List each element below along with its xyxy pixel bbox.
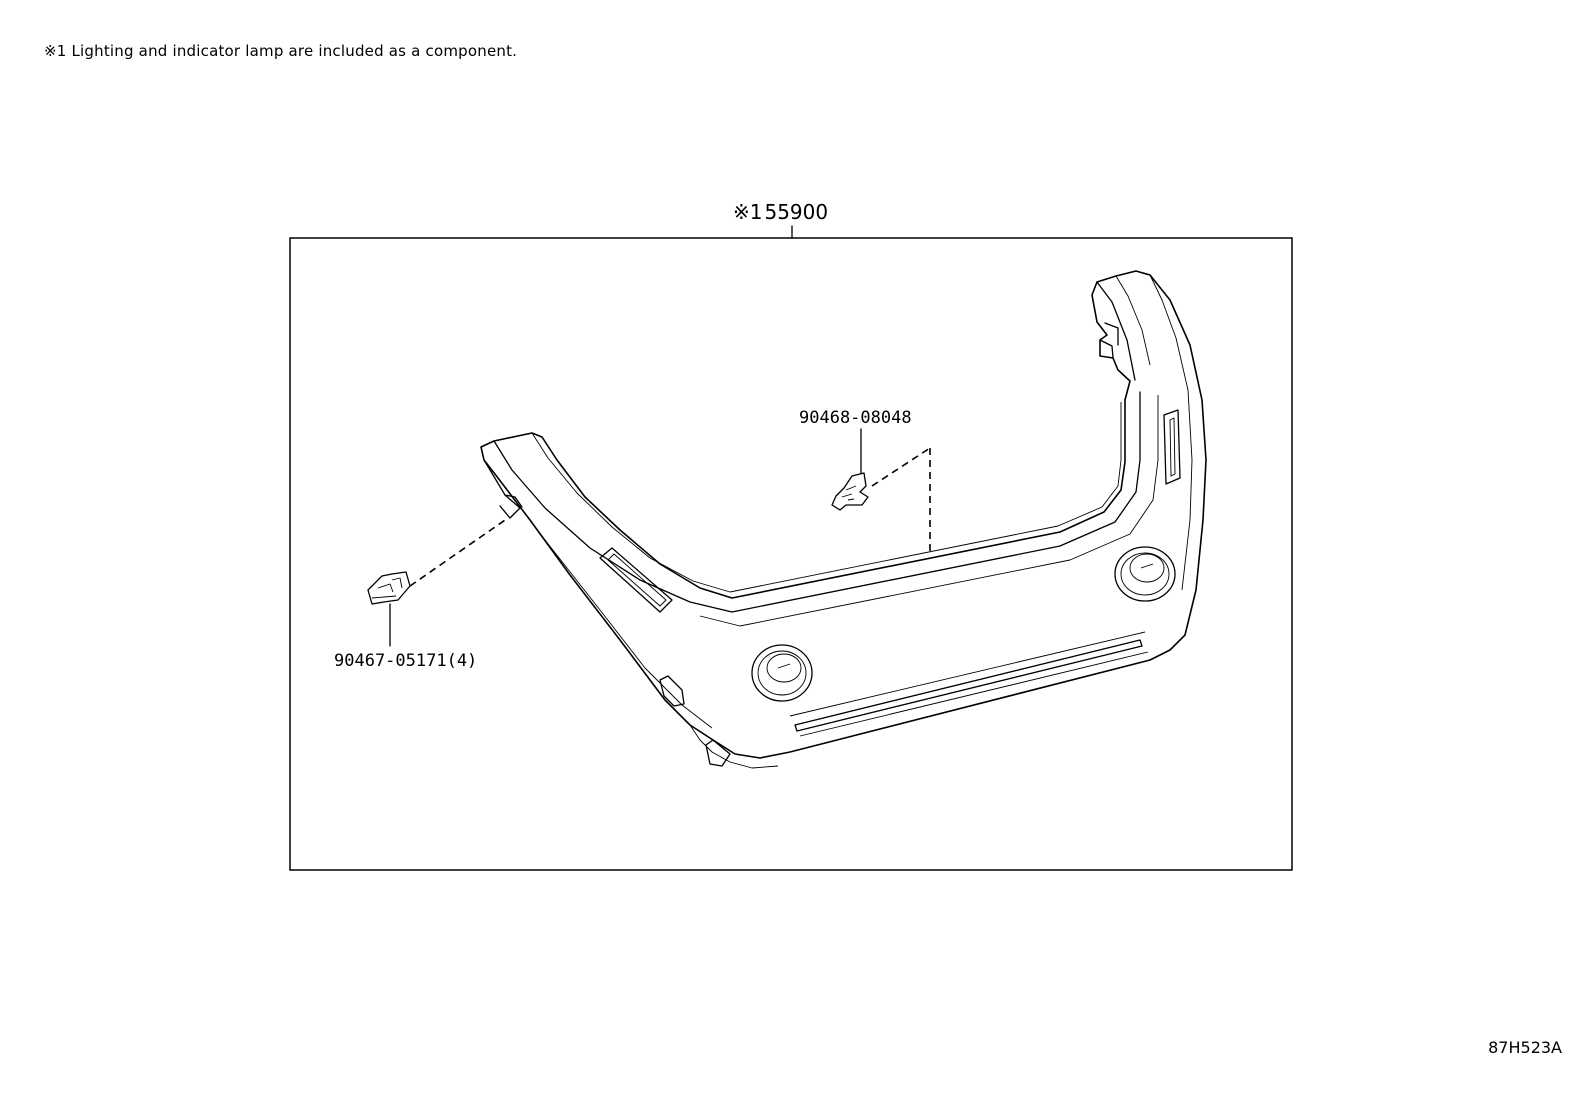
panel-callout-mark: ※1 — [733, 200, 762, 224]
right-knob — [1114, 546, 1176, 602]
lower-clip: 90467-05171(4) — [334, 517, 509, 671]
component-note: ※1 Lighting and indicator lamp are inclu… — [44, 42, 518, 60]
lower-clip-label: 90467-05171(4) — [334, 651, 477, 671]
diagram-reference-number: 87H523A — [1488, 1038, 1562, 1057]
assembly-frame — [289, 237, 1293, 871]
upper-clip-dashed-line — [871, 447, 931, 487]
lower-clip-dashed-line — [409, 517, 509, 587]
left-knob — [751, 644, 813, 702]
upper-clip-label: 90468-08048 — [799, 408, 912, 428]
upper-clip: 90468-08048 — [799, 408, 931, 553]
instrument-panel-bezel — [480, 270, 1207, 769]
panel-callout-part: 55900 — [764, 200, 828, 224]
